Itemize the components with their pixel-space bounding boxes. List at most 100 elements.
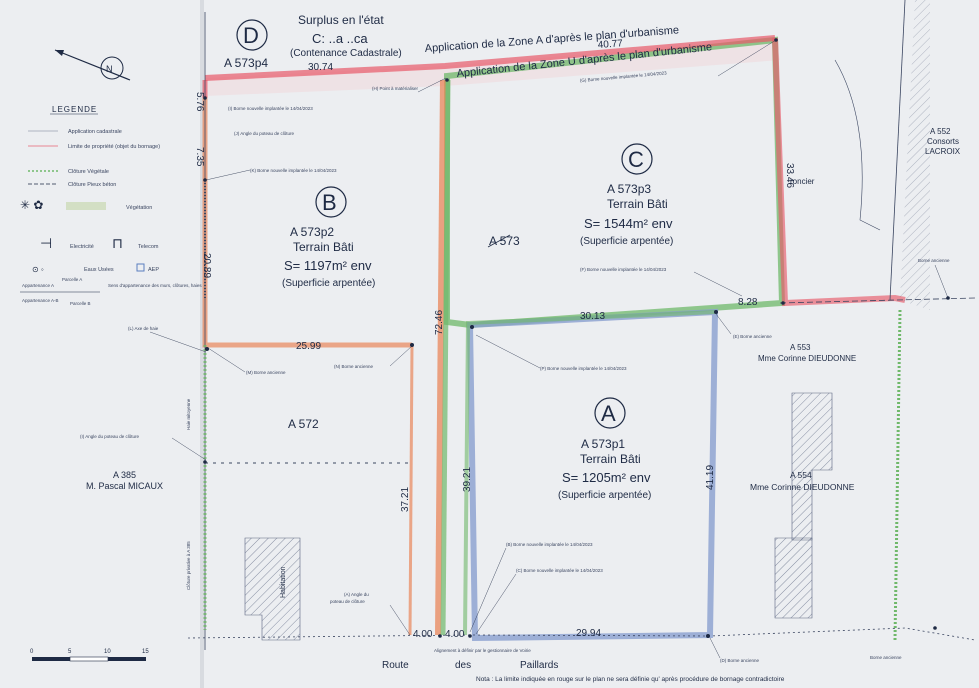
- dim-40-77: 40.77: [597, 38, 623, 51]
- dim-25-99: 25.99: [296, 341, 321, 352]
- legend-item-limit: Limite de propriété (objet du bornage): [68, 144, 160, 150]
- marker-e: (E) Borne ancienne: [733, 334, 772, 339]
- marker-b: (B) Borne nouvelle implantée le 14/04/20…: [506, 542, 593, 547]
- lot-c-ref: A 573p3: [607, 182, 651, 196]
- parcel-a553-owner: Mme Corinne DIEUDONNE: [758, 354, 856, 363]
- east-fence: [779, 297, 976, 304]
- footer-nota: Nota : La limite indiquée en rouge sur l…: [476, 676, 785, 683]
- dim-30-13: 30.13: [580, 311, 605, 322]
- legend-item-cadastre: Application cadastrale: [68, 129, 122, 135]
- electricity-icon: ⊣: [40, 235, 52, 251]
- parcel-a552-ref: A 552: [930, 127, 951, 136]
- road-edge: [187, 627, 976, 641]
- lot-d-ref: A 573p4: [224, 56, 268, 70]
- marker-h: (H) Point à matérialiser: [372, 86, 419, 91]
- marker-p: (P) Borne nouvelle implantée le 14/04/20…: [540, 366, 627, 371]
- parcel-a553-ref: A 553: [790, 343, 811, 352]
- legend-item-vegetation: Végétation: [126, 205, 152, 211]
- dim-72-46: 72.46: [434, 310, 445, 335]
- dim-7-35: 7.35: [194, 147, 205, 167]
- parcel-a573: A 573: [489, 234, 520, 248]
- dim-4-00-b: 4.00: [445, 629, 465, 640]
- marker-a: (A) Angle du: [344, 592, 369, 597]
- lot-c-area: S= 1544m² env: [584, 216, 673, 231]
- terrain-line: [834, 59, 881, 231]
- marker-k: (K) Borne nouvelle implantée le 14/04/20…: [250, 168, 337, 173]
- lot-a-note: (Superficie arpentée): [558, 490, 651, 501]
- slope-hatch: [900, 0, 930, 310]
- lot-d-letter: D: [243, 23, 259, 48]
- lot-c-circle: [621, 143, 653, 175]
- scale-tick-5: 5: [68, 649, 72, 655]
- parcel-a552-o2: LACROIX: [925, 147, 961, 156]
- parcel-a554-owner: Mme Corinne DIEUDONNE: [750, 482, 855, 492]
- parcel-a385-ref: A 385: [113, 470, 136, 480]
- marker-j: (J) Angle du poteau de clôture: [234, 131, 295, 136]
- marker-f: (F) Borne nouvelle implantée le 14/04/20…: [580, 267, 667, 272]
- scale-tick-10: 10: [104, 649, 111, 655]
- contenance-note: (Contenance Cadastrale): [290, 48, 402, 59]
- dim-5-76: 5.76: [194, 92, 205, 112]
- parcel-a572: A 572: [288, 417, 319, 431]
- access-strip: [440, 79, 451, 636]
- marker-borne-r1: Borne ancienne: [918, 258, 950, 263]
- habitation-label: Habitation: [280, 566, 287, 598]
- legend-appartenance-ab: Appartenance A-B: [22, 298, 59, 303]
- sewer-icon: ⊙ ◦: [32, 265, 44, 274]
- house-building: [244, 537, 301, 641]
- lot-a-green-edge: [463, 310, 716, 636]
- marker-borne-r2: Borne ancienne: [870, 655, 902, 660]
- legend-item-vegetal: Clôture Végétale: [68, 169, 109, 175]
- a573-strike: [487, 234, 511, 248]
- scale-bar: 0 5 10 15: [30, 649, 149, 662]
- north-arrow-icon: N: [54, 49, 131, 81]
- legend: LEGENDE Application cadastrale Limite de…: [20, 105, 202, 306]
- legend-item-pieux: Clôture Pieux béton: [68, 182, 116, 188]
- legend-appartenance-a: Appartenance A: [22, 283, 54, 288]
- lot-b-ref: A 573p2: [290, 225, 334, 239]
- marker-i: (I) Borne nouvelle implantée le 14/04/20…: [228, 106, 313, 111]
- dim-20-89: 20.89: [201, 253, 212, 278]
- lot-d-circle: [236, 19, 268, 51]
- cadastral-contenance-value: C: ..a ..ca: [312, 31, 368, 46]
- water-icon: [136, 263, 145, 272]
- marker-l: (L) Axe de haie: [128, 326, 159, 331]
- marker-c: (C) Borne nouvelle implantée le 14/04/20…: [516, 568, 603, 573]
- legend-sens: Sens d'appartenance des murs, clôtures, …: [108, 283, 202, 288]
- dim-41-19: 41.19: [705, 465, 716, 490]
- telecom-icon: ⊓: [112, 235, 123, 251]
- cloture-label: Clôture privative à A 385: [186, 541, 191, 590]
- lot-b-letter: B: [322, 190, 337, 215]
- lot-a-area: S= 1205m² env: [562, 470, 651, 485]
- lot-a-type: Terrain Bâti: [580, 452, 641, 466]
- dim-29-94: 29.94: [576, 628, 601, 639]
- scale-tick-0: 0: [30, 649, 34, 655]
- legend-item-telecom: Telecom: [138, 244, 159, 250]
- marker-a2: poteau de clôture: [330, 599, 365, 604]
- dim-37-21: 37.21: [400, 487, 411, 512]
- legend-item-aep: AEP: [148, 267, 159, 273]
- legend-item-eaux: Eaux Usées: [84, 267, 114, 273]
- lot-a-circle: [594, 397, 626, 429]
- dim-33-46: 33.46: [784, 163, 795, 188]
- legend-item-electricite: Electricité: [70, 244, 94, 250]
- lot-b-east-boundary: [435, 79, 446, 636]
- lot-a-ref: A 573p1: [581, 437, 625, 451]
- hedge-553: [893, 309, 902, 641]
- lot-b-circle: [315, 186, 347, 218]
- lot-c-letter: C: [628, 147, 644, 172]
- lot-572-east-boundary: [408, 344, 414, 636]
- parcel-a552-o1: Consorts: [927, 137, 959, 146]
- legend-title: LEGENDE: [52, 105, 97, 114]
- lot-b-area: S= 1197m² env: [284, 258, 372, 273]
- marker-i2: (I) Angle du poteau de clôture: [80, 434, 140, 439]
- road-word-1: Route: [382, 660, 409, 671]
- lot-b-type: Terrain Bâti: [293, 240, 354, 254]
- dim-8-28: 8.28: [738, 297, 758, 308]
- east-red-limit: [772, 37, 906, 307]
- marker-d: (D) Borne ancienne: [720, 658, 760, 663]
- lot-b-note: (Superficie arpentée): [282, 278, 375, 289]
- dim-39-21: 39.21: [462, 467, 473, 492]
